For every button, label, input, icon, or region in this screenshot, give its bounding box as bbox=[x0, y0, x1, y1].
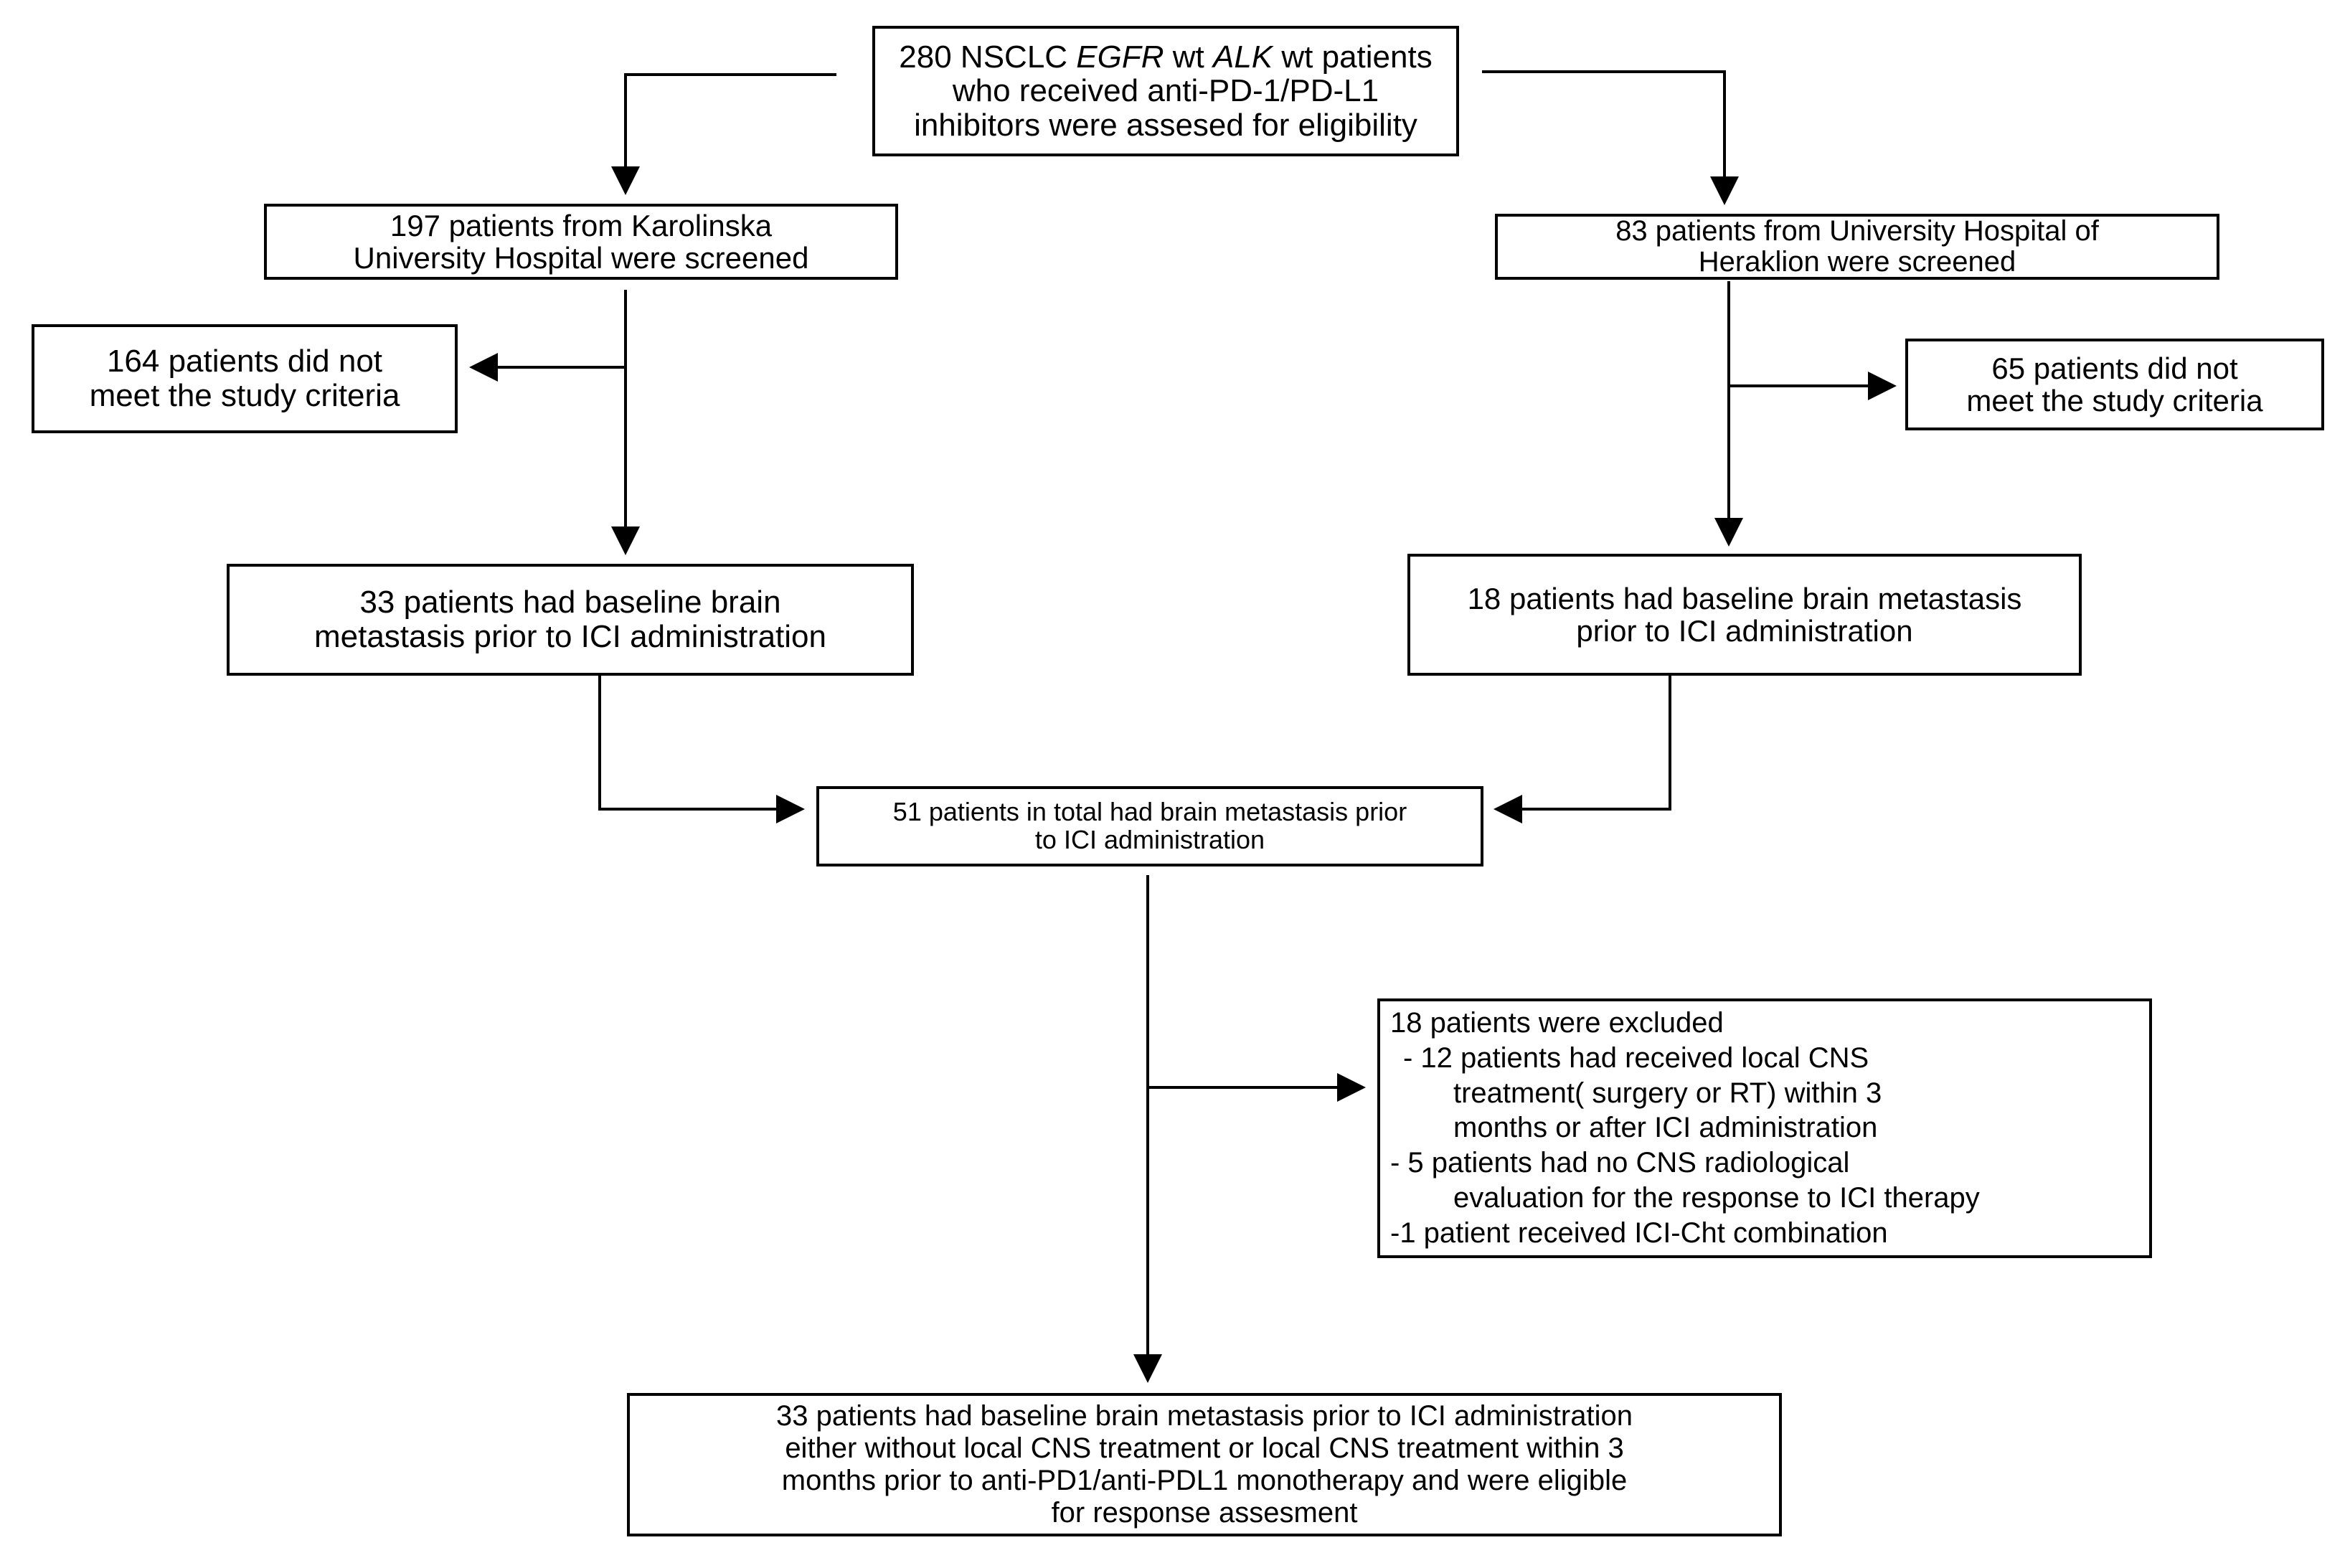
eligibility-line-2: who received anti-PD-1/PD-L1 bbox=[952, 73, 1379, 109]
arrow-karolinska-brain-to-total bbox=[598, 676, 805, 823]
excluded-item-2: - 5 patients had no CNS radiological bbox=[1390, 1147, 1850, 1179]
total-brain-metastasis-box: 51 patients in total had brain metastasi… bbox=[816, 786, 1483, 866]
karolinska-excluded-box: 164 patients did not meet the study crit… bbox=[32, 324, 458, 433]
arrow-start-to-heraklion bbox=[1482, 70, 1739, 205]
excluded-item-1: - 12 patients had received local CNS bbox=[1403, 1042, 1869, 1074]
heraklion-brain-metastasis-box: 18 patients had baseline brain metastasi… bbox=[1407, 554, 2082, 676]
eligibility-line-1: 280 NSCLC EGFR wt ALK wt patients bbox=[899, 39, 1433, 75]
karolinska-screened-box: 197 patients from Karolinska University … bbox=[264, 204, 898, 280]
eligibility-box: 280 NSCLC EGFR wt ALK wt patients who re… bbox=[872, 26, 1459, 156]
excluded-item-3: -1 patient received ICI-Cht combination bbox=[1390, 1217, 1888, 1249]
karolinska-brain-metastasis-box: 33 patients had baseline brain metastasi… bbox=[227, 564, 914, 676]
alk-italic: ALK bbox=[1212, 39, 1273, 75]
heraklion-screened-box: 83 patients from University Hospital of … bbox=[1495, 214, 2219, 280]
excluded-patients-box: 18 patients were excluded - 12 patients … bbox=[1377, 998, 2152, 1258]
excluded-heading: 18 patients were excluded bbox=[1390, 1007, 1724, 1039]
eligibility-line-3: inhibitors were assesed for eligibility bbox=[914, 107, 1417, 143]
egfr-italic: EGFR bbox=[1076, 39, 1164, 75]
heraklion-excluded-box: 65 patients did not meet the study crite… bbox=[1905, 339, 2324, 430]
arrow-start-to-karolinska bbox=[611, 73, 836, 195]
final-eligible-box: 33 patients had baseline brain metastasi… bbox=[627, 1393, 1782, 1536]
arrow-heraklion-brain-to-total bbox=[1493, 676, 1671, 823]
